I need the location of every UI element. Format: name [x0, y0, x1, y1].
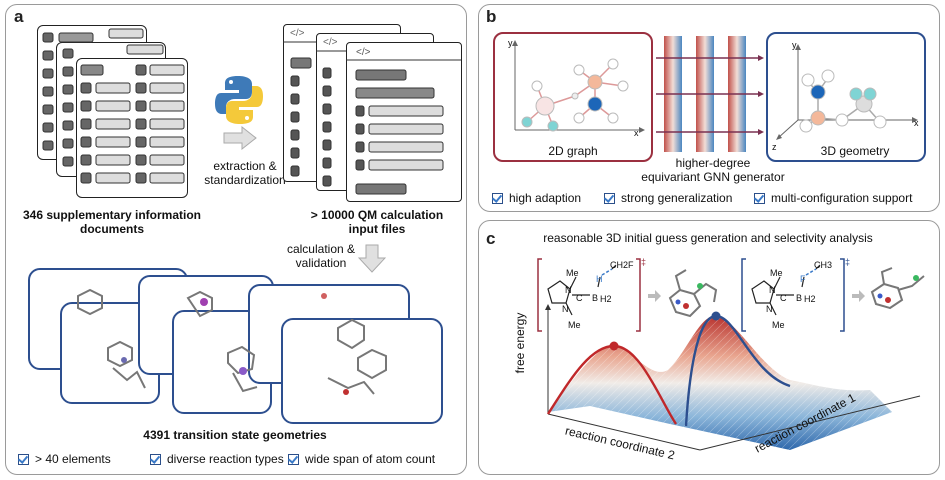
file-tag: </> — [290, 28, 305, 39]
check-elements: > 40 elements — [18, 452, 111, 466]
mol1-ch2f: CH2F — [610, 260, 634, 270]
axis-z-label: z — [772, 142, 777, 152]
mol1-ts-mark: ‡ — [641, 257, 647, 267]
gnn-layers-graphic — [656, 36, 764, 152]
mol2-bh2: H2 — [804, 294, 816, 304]
check-reaction-types: diverse reaction types — [150, 452, 284, 466]
checkbox-icon — [150, 453, 161, 465]
mol2-me-bottom: Me — [772, 320, 785, 330]
axis-x-label: x — [914, 118, 919, 128]
file-tag: </> — [356, 47, 371, 58]
mol2-ts-mark: ‡ — [845, 257, 851, 267]
mol2-me-top: Me — [770, 268, 783, 278]
mol1-me-bottom: Me — [568, 320, 581, 330]
down-arrow-icon — [358, 244, 386, 273]
right-arrow-icon — [223, 126, 257, 150]
mol1-n2: N — [562, 304, 569, 314]
right-arrow-icon — [648, 290, 661, 302]
check-atom-count: wide span of atom count — [288, 452, 435, 466]
mol2-n1: N — [769, 285, 776, 295]
checkbox-icon — [18, 453, 29, 465]
mol2-c: C — [780, 293, 787, 303]
geometry-3d-sketch — [776, 44, 918, 140]
yaxis-label: free energy — [513, 312, 527, 374]
molecule-sketches — [77, 288, 387, 395]
calc-caption: calculation &validation — [286, 242, 356, 270]
file-card — [346, 42, 462, 202]
check-adaption: high adaption — [492, 191, 581, 205]
mol1-c: C — [576, 293, 583, 303]
graph-caption: 2D graph — [548, 144, 598, 158]
ts-3d-structure-1 — [668, 269, 718, 318]
mol1-bh2: H2 — [600, 294, 612, 304]
check-multi-config: multi-configuration support — [754, 191, 912, 205]
ts-3d-structure-2 — [870, 267, 925, 310]
axis-x-label: x — [634, 128, 639, 138]
geometry-caption: 3D geometry — [820, 144, 890, 158]
mol2-f: F — [800, 274, 806, 284]
graph-2d-box — [493, 32, 653, 162]
geometry-3d-box — [766, 32, 926, 162]
checkbox-icon — [492, 192, 503, 204]
checkbox-icon — [288, 453, 299, 465]
extraction-caption: extraction &standardization — [204, 159, 286, 187]
check-generalization: strong generalization — [604, 191, 732, 205]
ts-caption: 4391 transition state geometries — [143, 428, 327, 442]
file-tag: </> — [323, 37, 338, 48]
axis-y-label: y — [508, 38, 513, 48]
mol1-me-top: Me — [566, 268, 579, 278]
mol1-h: H — [596, 274, 603, 284]
ts-structure-1 — [537, 258, 641, 332]
right-arrow-icon — [852, 290, 865, 302]
panel-b-label: b — [486, 7, 497, 26]
checkbox-icon — [754, 192, 765, 204]
panel-a-label: a — [14, 7, 24, 26]
ts-card — [281, 318, 443, 424]
python-logo-icon — [215, 76, 263, 124]
panel-c-title: reasonable 3D initial guess generation a… — [543, 231, 873, 245]
graph-2d-sketch — [512, 40, 645, 133]
axis-y-label: y — [792, 40, 797, 50]
document-rows-graphic — [42, 28, 185, 184]
file-rows-graphic — [283, 41, 461, 195]
mol2-ch3: CH3 — [814, 260, 833, 270]
checkbox-icon — [604, 192, 615, 204]
mol2-n2: N — [766, 304, 773, 314]
energy-surface — [545, 304, 921, 451]
mol1-n1: N — [565, 285, 572, 295]
mol2-b: B — [796, 293, 803, 303]
mol1-b: B — [592, 293, 599, 303]
ts-structure-2 — [741, 258, 845, 332]
panel-c-label: c — [486, 229, 496, 248]
